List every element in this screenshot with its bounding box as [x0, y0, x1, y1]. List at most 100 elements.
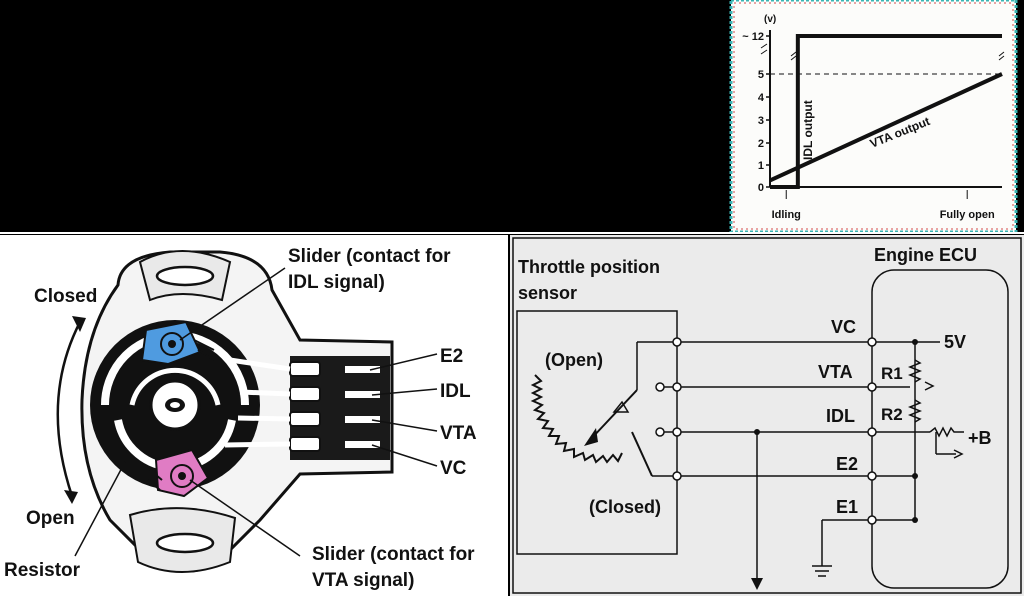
connector-pins — [289, 361, 380, 452]
circuit-diagram-panel: Throttle position sensor Engine ECU (Ope… — [510, 235, 1024, 596]
trace-e2 — [229, 357, 291, 372]
terminal-pin-e2 — [289, 361, 321, 377]
y-unit-label: (v) — [764, 14, 776, 25]
resistor-label: Resistor — [4, 560, 81, 581]
ground-symbol — [812, 565, 832, 577]
idl-slider — [140, 320, 215, 366]
connector-node — [867, 471, 877, 481]
wiper-pivot — [612, 400, 630, 413]
ecu-terminal-vc: VC — [831, 317, 856, 337]
leader-idl-slider — [179, 267, 286, 341]
output-voltage-graph: (v) 0 1 2 3 4 5 ~ 12 Idling Fully open IDL outp… — [729, 0, 1018, 234]
terminal-label-idl: IDL — [440, 381, 471, 402]
graph-frame-inner — [733, 2, 1014, 230]
connector-node — [655, 427, 665, 437]
idl-break-mark — [790, 51, 797, 61]
vta-slider — [147, 448, 210, 498]
junction-dot — [912, 473, 918, 479]
open-label: Open — [26, 508, 75, 529]
circuit-panel-frame — [512, 237, 1022, 594]
trace-vta — [237, 415, 291, 422]
slider-vta-label-line2: VTA signal) — [312, 570, 414, 591]
r1-resistor — [907, 359, 923, 383]
y-tick-label: 4 — [758, 92, 765, 104]
ecu-title: Engine ECU — [874, 245, 977, 265]
vta-input-arrow — [924, 381, 935, 391]
leader-resistor — [74, 461, 126, 557]
y-tick-labels: 0 1 2 3 4 5 ~ 12 — [742, 31, 770, 194]
sensor-title-line2: sensor — [518, 283, 577, 303]
graph-grid — [769, 30, 1002, 188]
trace-vc — [224, 441, 291, 448]
junction-dot — [912, 517, 918, 523]
y-tick-label: 3 — [758, 115, 764, 127]
terminal-blade-idl — [345, 391, 380, 398]
ecu-terminal-e1: E1 — [836, 497, 858, 517]
resistor-zigzag — [530, 374, 623, 464]
junction-dot — [912, 339, 918, 345]
bottom-mounting-hole — [155, 532, 215, 554]
top-mounting-hole — [155, 265, 215, 287]
idl-branch-arrow — [751, 578, 763, 590]
connector-node — [672, 471, 682, 481]
wiper-arrow — [584, 428, 598, 446]
leader-e2 — [369, 353, 438, 371]
x-tick-label: Fully open — [940, 209, 995, 221]
connector-node — [867, 382, 877, 392]
leader-vta — [371, 419, 438, 432]
y-tick-label: 2 — [758, 138, 764, 150]
connector-node — [867, 427, 877, 437]
connector-node — [672, 382, 682, 392]
sensor-title-line1: Throttle position — [518, 257, 660, 277]
arrow-head-closed — [72, 316, 86, 332]
sensor-cutaway-panel: Slider (contact for IDL signal) Closed O… — [0, 235, 508, 596]
supply-5v-label: 5V — [944, 332, 966, 352]
r2-resistor — [907, 399, 923, 423]
terminal-pin-vc — [289, 436, 321, 452]
x-tick-label: Idling — [772, 209, 801, 221]
connector-node — [867, 515, 877, 525]
graph-frame — [729, 0, 1018, 234]
ecu-terminal-idl: IDL — [826, 406, 855, 426]
idl-output-label: IDL output — [801, 100, 815, 160]
connector-node — [672, 337, 682, 347]
terminal-blade-vta — [345, 416, 380, 423]
x-tick-labels: Idling Fully open — [772, 190, 995, 221]
closed-position-label: (Closed) — [589, 497, 661, 517]
wiper-arm — [589, 389, 638, 441]
terminal-pin-idl — [289, 386, 321, 402]
right-break-mark — [998, 51, 1005, 61]
open-position-label: (Open) — [545, 350, 603, 370]
connector-node — [867, 337, 877, 347]
terminal-label-vta: VTA — [440, 423, 477, 444]
idl-input-arrow — [953, 449, 964, 459]
y-tick-label: 0 — [758, 182, 764, 194]
connector-nodes — [655, 337, 918, 525]
slider-idl-label-line2: IDL signal) — [288, 272, 385, 293]
closed-label: Closed — [34, 286, 97, 307]
y-tick-label: ~ 12 — [742, 31, 764, 43]
ecu-terminal-vta: VTA — [818, 362, 853, 382]
terminal-pin-vta — [289, 411, 321, 427]
arrow-head-open — [64, 490, 78, 504]
y-tick-label: 5 — [758, 69, 764, 81]
ecu-terminal-e2: E2 — [836, 454, 858, 474]
idl-switch-contact — [631, 431, 653, 477]
terminal-blade-e2 — [345, 366, 380, 373]
leader-idl — [371, 388, 438, 396]
connector-node — [672, 427, 682, 437]
rotation-arc — [56, 321, 82, 497]
terminal-label-e2: E2 — [440, 346, 463, 367]
y-axis-break-mark — [760, 43, 768, 55]
slider-idl-label-line1: Slider (contact for — [288, 246, 451, 267]
idl-output-line — [770, 34, 1002, 189]
connector-node — [655, 382, 665, 392]
b-pullup-resistor — [929, 426, 964, 438]
trace-idl — [239, 389, 291, 397]
r2-label: R2 — [881, 405, 903, 424]
y-tick-label: 1 — [758, 160, 764, 172]
terminal-blade-vc — [345, 441, 380, 448]
circuit-panel-bg — [510, 235, 1024, 596]
leader-vc — [371, 444, 438, 467]
